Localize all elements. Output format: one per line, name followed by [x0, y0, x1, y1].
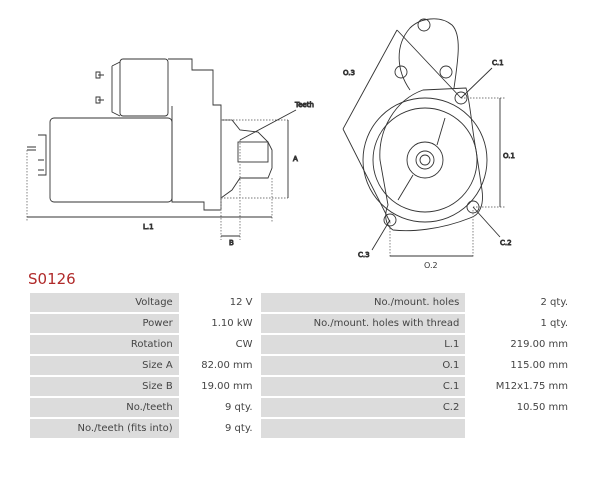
- spec-label: O.1: [260, 356, 466, 375]
- label-b: B: [229, 239, 234, 247]
- spec-value: 2 qty.: [467, 293, 574, 312]
- starter-technical-drawing: Teeth A L.1 B O.3 C.1 O.1 C.2 C.3 O.2: [26, 18, 515, 270]
- spec-label: Size B: [30, 377, 179, 396]
- spec-label: [260, 419, 466, 438]
- spec-label: No./teeth: [30, 398, 179, 417]
- spec-value: 1.10 kW: [180, 314, 259, 333]
- label-teeth: Teeth: [294, 101, 314, 109]
- spec-value: 12 V: [180, 293, 259, 312]
- spec-value: 219.00 mm: [467, 335, 574, 354]
- spec-label: No./teeth (fits into): [30, 419, 179, 438]
- spec-value: CW: [180, 335, 259, 354]
- spec-value: 19.00 mm: [180, 377, 259, 396]
- front-view: [342, 18, 505, 258]
- label-o2: O.2: [424, 261, 438, 270]
- spec-label: No./mount. holes with thread: [260, 314, 466, 333]
- spec-value: 82.00 mm: [180, 356, 259, 375]
- spec-label: C.2: [260, 398, 466, 417]
- spec-label: L.1: [260, 335, 466, 354]
- spec-label: No./mount. holes: [260, 293, 466, 312]
- spec-label: C.1: [260, 377, 466, 396]
- spec-value: 115.00 mm: [467, 356, 574, 375]
- spec-label: Rotation: [30, 335, 179, 354]
- spec-value: 9 qty.: [180, 398, 259, 417]
- label-o1: O.1: [503, 152, 515, 160]
- product-code: S0126: [28, 270, 76, 288]
- spec-value: 10.50 mm: [467, 398, 574, 417]
- spec-value: 9 qty.: [180, 419, 259, 438]
- spec-value: 1 qty.: [467, 314, 574, 333]
- label-a: A: [293, 155, 298, 163]
- spec-value: [467, 419, 574, 438]
- label-o3: O.3: [343, 69, 355, 77]
- label-l1: L.1: [143, 223, 154, 231]
- label-c1: C.1: [492, 59, 504, 67]
- spec-label: Power: [30, 314, 179, 333]
- label-c3: C.3: [358, 251, 370, 259]
- spec-row: No./teeth (fits into)9 qty.: [30, 419, 574, 438]
- spec-label: Size A: [30, 356, 179, 375]
- side-view: [26, 58, 297, 240]
- label-c2: C.2: [500, 239, 512, 247]
- spec-value: M12x1.75 mm: [467, 377, 574, 396]
- spec-label: Voltage: [30, 293, 179, 312]
